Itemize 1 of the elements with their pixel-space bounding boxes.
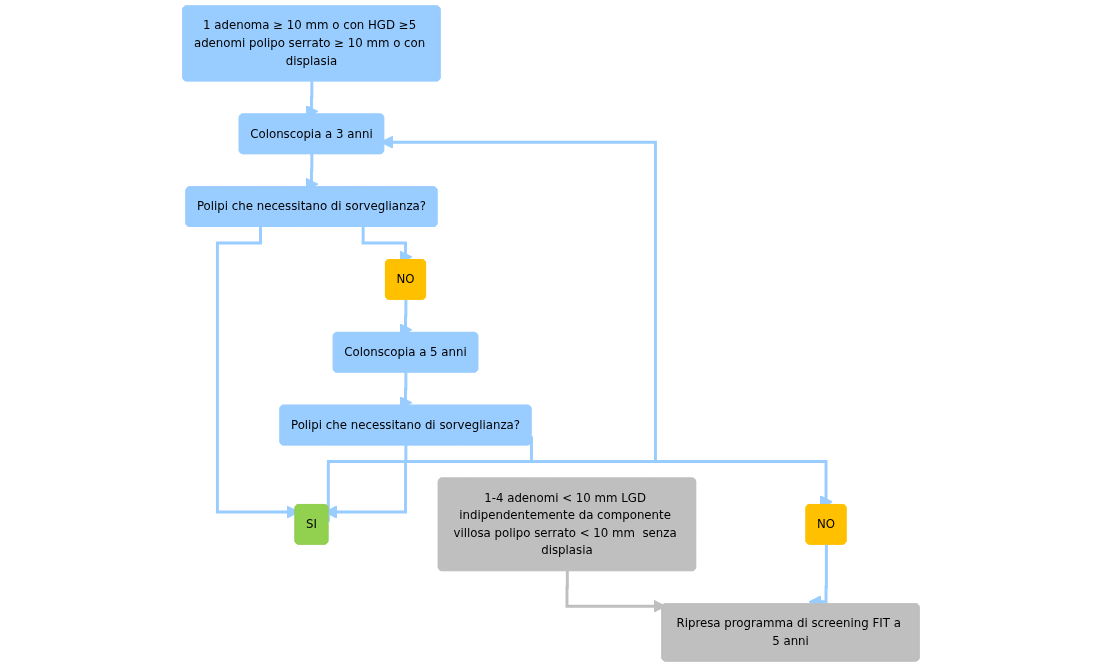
arrow	[326, 135, 657, 522]
